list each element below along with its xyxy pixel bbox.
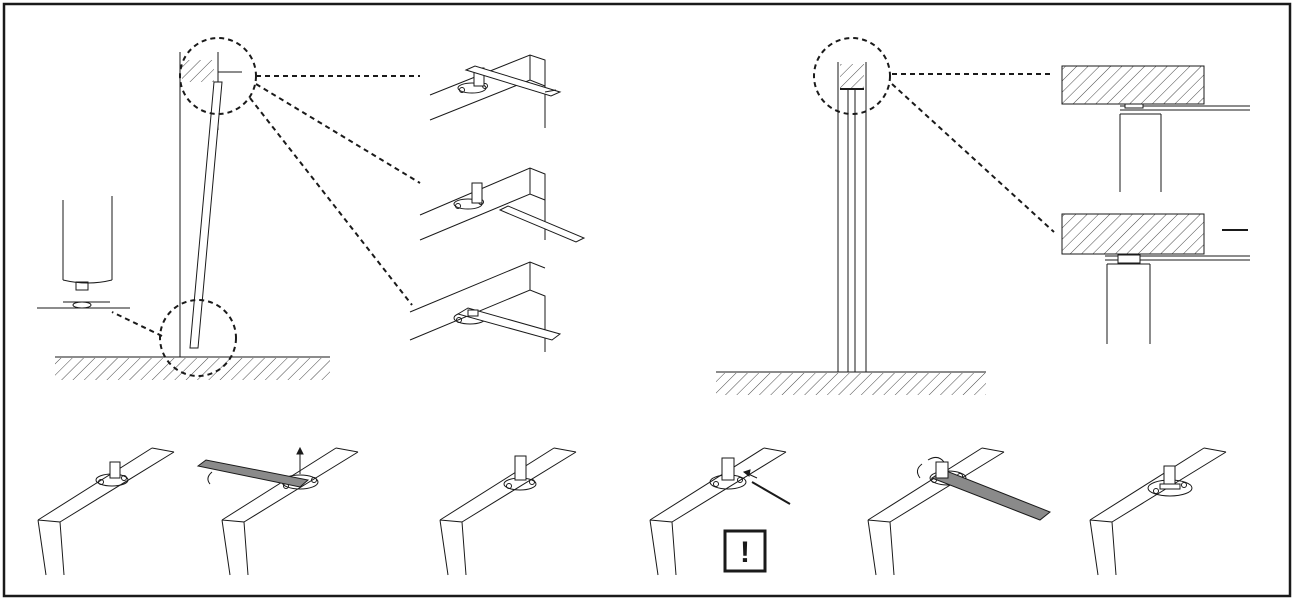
bottom-detail-circle <box>159 299 237 377</box>
adjustment-key-icon <box>196 459 310 488</box>
step-1-pin-view <box>37 447 175 576</box>
adjustment-key-icon <box>498 205 586 243</box>
step-5-key-turn <box>867 447 1051 576</box>
step-6-locked-view <box>1089 447 1227 576</box>
left-elevation-view <box>37 37 421 380</box>
adjustment-key-icon <box>456 307 562 341</box>
adjustment-key-icon <box>464 65 562 97</box>
pivot-pin-icon <box>109 461 121 479</box>
detail-key-removed <box>419 167 586 243</box>
header-hatch <box>182 60 214 82</box>
hatched-floor <box>55 358 330 380</box>
detail-key-rotated <box>409 261 562 352</box>
pivot-pin-icon <box>471 182 483 204</box>
step-4-lock-pin <box>649 447 791 576</box>
warning-box-icon: ! <box>723 529 767 573</box>
door-leaf-icon <box>189 81 223 349</box>
step-2-key-lift <box>196 446 359 576</box>
hatched-floor <box>716 373 986 395</box>
step-3-pin-exposed <box>439 447 577 576</box>
pivot-pin-icon <box>1163 465 1176 487</box>
detail-key-engaged <box>429 54 562 128</box>
right-elevation-view <box>716 37 1055 395</box>
pivot-pin-icon <box>514 455 527 481</box>
clearance-detail-a <box>1061 65 1250 192</box>
warning-symbol: ! <box>740 536 750 569</box>
lock-pin-icon <box>751 481 791 505</box>
clearance-detail-circle <box>813 37 891 115</box>
pivot-pin-icon <box>721 457 735 481</box>
adjustment-key-icon <box>930 469 1051 521</box>
clearance-detail-b <box>1061 213 1250 344</box>
